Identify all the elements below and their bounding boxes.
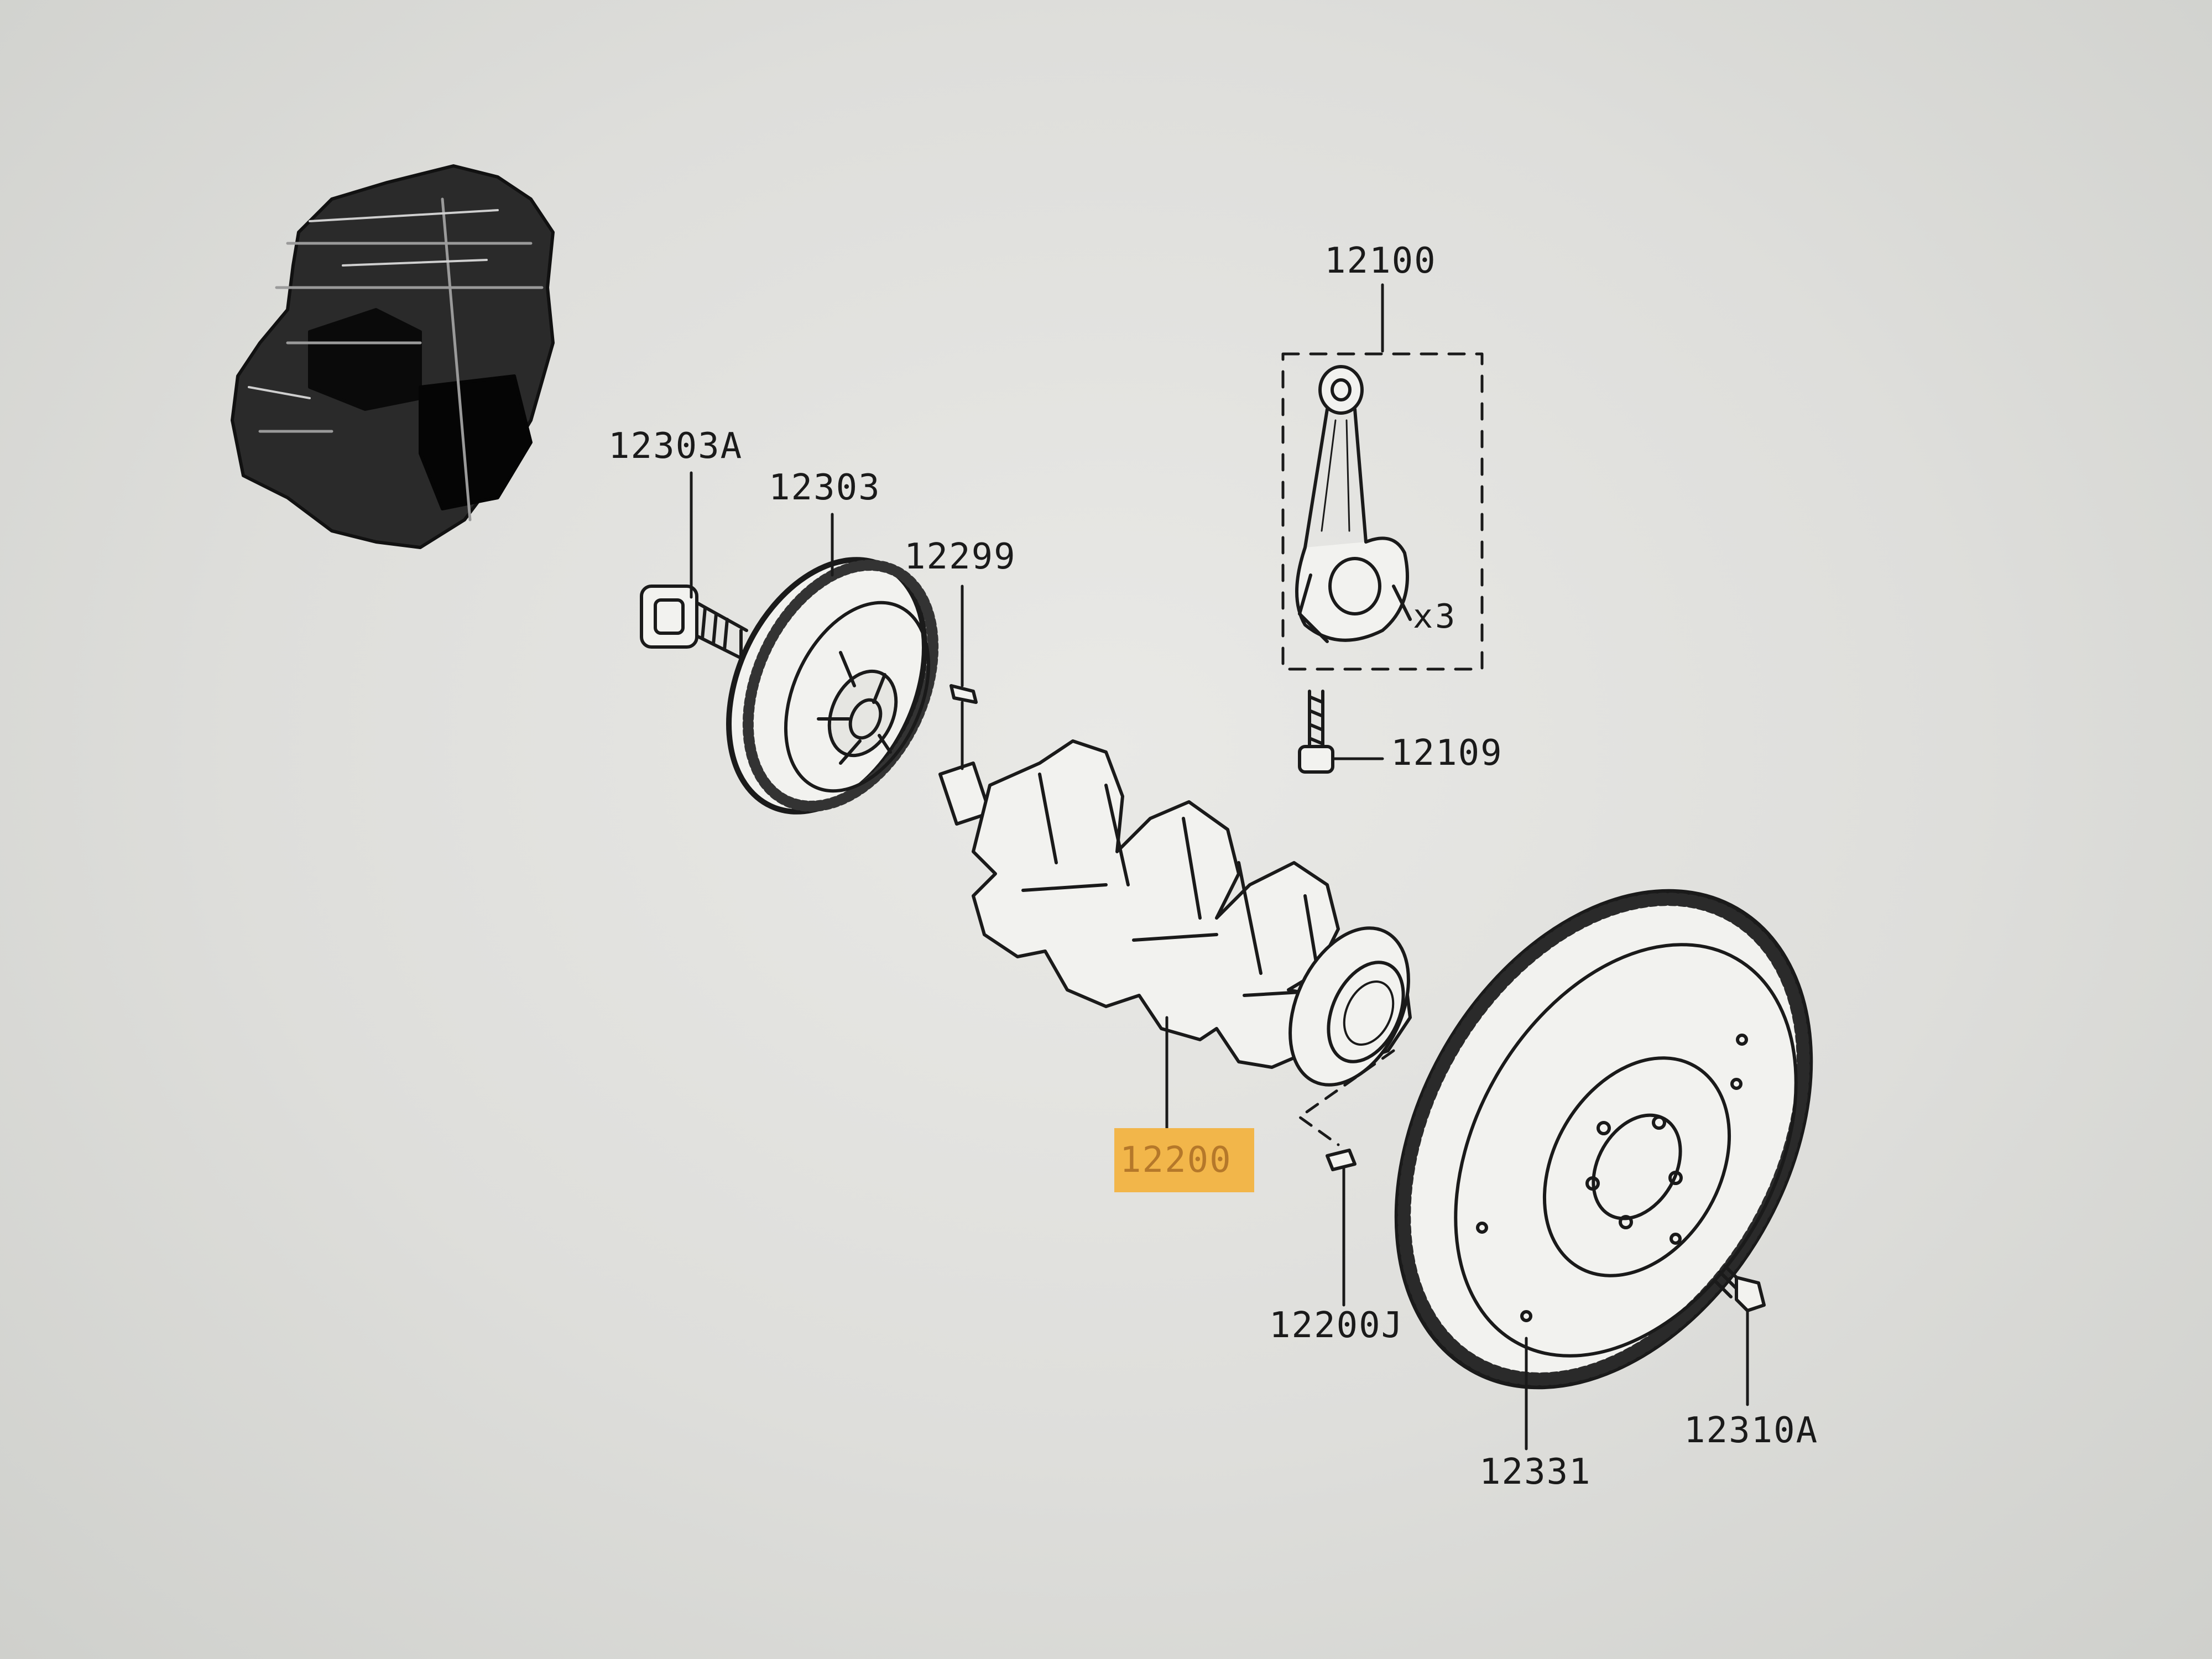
- woodruff-key-12299[interactable]: [950, 684, 978, 704]
- bolt-12303a[interactable]: [640, 585, 748, 660]
- crank-pulley-12303[interactable]: [691, 528, 970, 843]
- callout-12200-highlighted[interactable]: 12200: [1114, 1128, 1254, 1192]
- callout-12299[interactable]: 12299: [904, 536, 1016, 577]
- connecting-rod-12100[interactable]: [1281, 352, 1484, 671]
- callout-12100[interactable]: 12100: [1324, 241, 1437, 281]
- callout-12310a[interactable]: 12310A: [1684, 1410, 1819, 1451]
- engine-thumbnail[interactable]: [231, 164, 555, 549]
- callout-12303a[interactable]: 12303A: [608, 426, 743, 467]
- rod-bolt-12109[interactable]: [1298, 690, 1334, 774]
- crankshaft-12200[interactable]: [938, 739, 1432, 1104]
- pilot-bushing-12200j[interactable]: [1298, 1049, 1395, 1171]
- flywheel-bolt-12310a[interactable]: [1713, 1265, 1766, 1312]
- quantity-note: x3: [1413, 597, 1458, 636]
- callout-12109[interactable]: 12109: [1391, 733, 1503, 774]
- callout-12200j[interactable]: 12200J: [1269, 1305, 1404, 1346]
- callout-12331[interactable]: 12331: [1479, 1452, 1592, 1493]
- callout-12303[interactable]: 12303: [769, 467, 881, 508]
- leader-lines: [690, 283, 1749, 1451]
- flywheel-12331[interactable]: [1313, 818, 1895, 1460]
